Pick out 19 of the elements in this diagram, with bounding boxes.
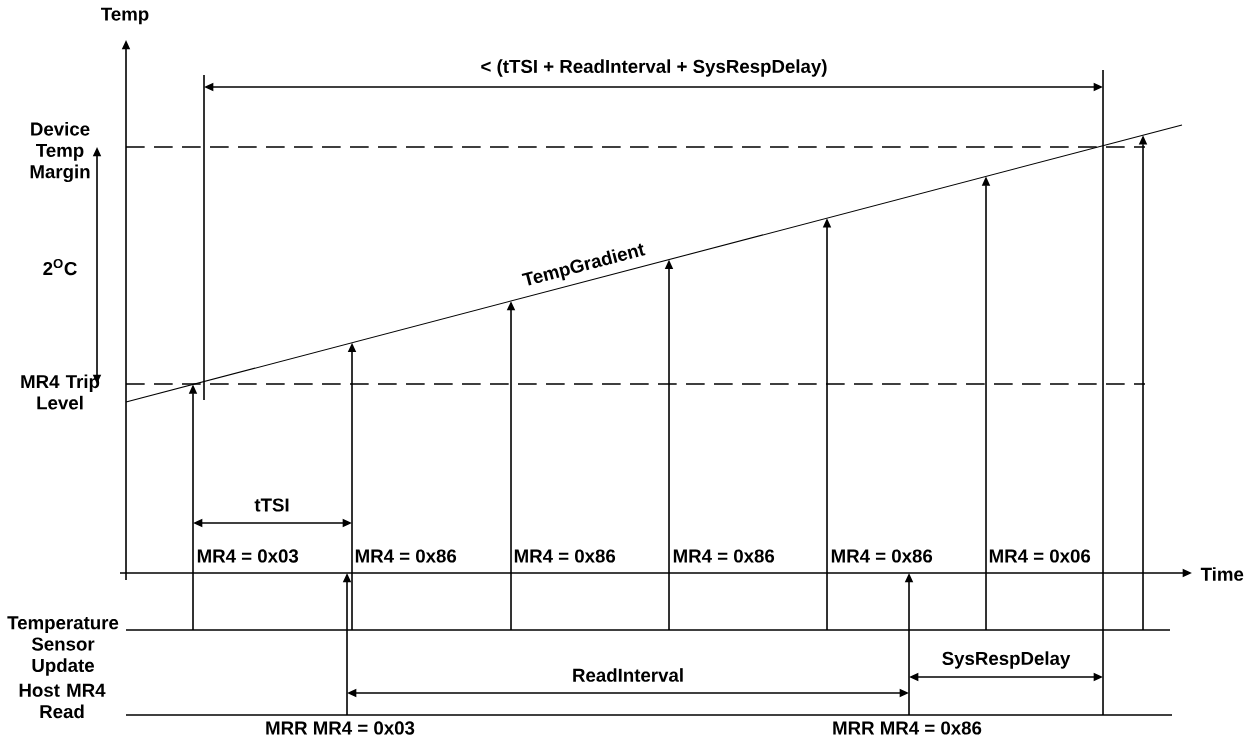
axis-label: Time (1200, 567, 1244, 581)
register-value: MR4 = 0x86 (514, 549, 616, 563)
level-label: MR4 Trip Level (21, 374, 100, 410)
register-value: MR4 = 0x86 (355, 549, 457, 563)
dimension-label: tTSI (254, 498, 289, 512)
dimension-label: SysRespDelay (942, 651, 1071, 669)
signal-label: Temperature Sensor Update (7, 616, 119, 676)
register-value: MR4 = 0x06 (989, 549, 1091, 563)
register-value: MR4 = 0x03 (197, 549, 299, 563)
dimension-label: < (tTSI + ReadInterval + SysRespDelay) (481, 59, 827, 77)
axis-label: Temp (101, 7, 149, 25)
level-label: Device Temp Margin (30, 121, 90, 183)
signal-label: Host MR4 Read (19, 683, 106, 719)
register-value: MR4 = 0x86 (673, 549, 775, 563)
register-value: MR4 = 0x86 (831, 549, 933, 563)
dimension-label: 2$^{O}$C (43, 258, 77, 276)
command-label: MRR MR4 = 0x86 (833, 721, 982, 735)
command-label: MRR MR4 = 0x03 (266, 721, 415, 735)
dimension-label: ReadInterval (573, 668, 683, 682)
